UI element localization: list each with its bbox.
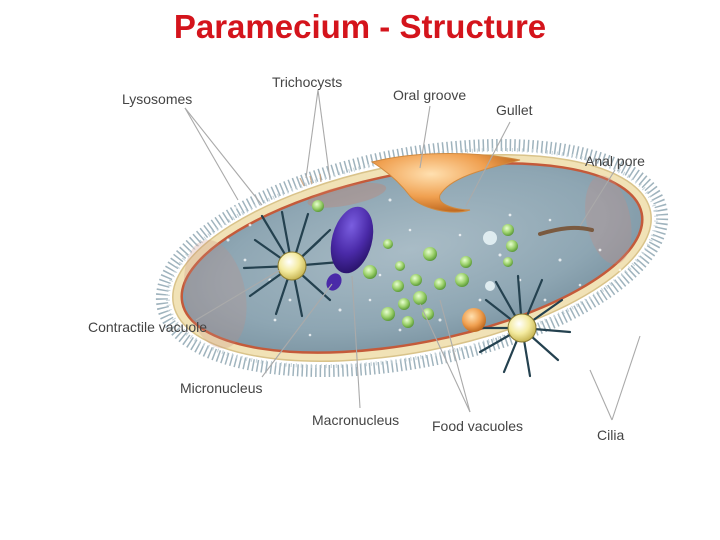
cilia	[155, 138, 669, 378]
page-title: Paramecium - Structure	[173, 8, 547, 45]
food-vacuoles	[312, 200, 518, 332]
label-anal-pore: Anal pore	[585, 153, 645, 169]
label-cilia: Cilia	[597, 427, 624, 443]
label-food-vacuoles: Food vacuoles	[432, 418, 523, 434]
oral-groove	[370, 153, 521, 213]
leader-lines	[184, 89, 641, 421]
label-gullet: Gullet	[496, 102, 533, 118]
label-trichocysts: Trichocysts	[272, 74, 342, 90]
label-lysosomes: Lysosomes	[122, 91, 192, 107]
macronucleus	[330, 206, 374, 274]
label-oral-groove: Oral groove	[393, 87, 466, 103]
label-macronucleus: Macronucleus	[312, 412, 399, 428]
label-contractile-vacuole: Contractile vacuole	[88, 319, 207, 335]
label-micronucleus: Micronucleus	[180, 380, 262, 396]
anal-pore	[538, 225, 594, 236]
